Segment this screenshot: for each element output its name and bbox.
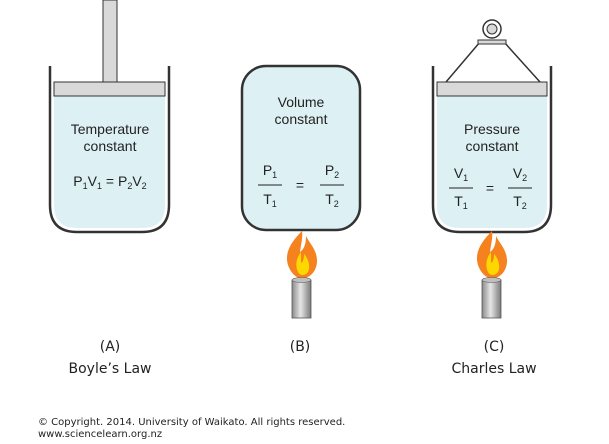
svg-text:=: = [296,177,304,193]
caption-a-letter: (A) [99,339,121,355]
candle-c [481,279,502,319]
weight-frame-c [445,41,541,83]
container-b: Volume constant P1 T1 = P2 T2 [240,64,362,232]
vessel-wall-a [48,66,171,234]
weight-bar-c [477,39,507,45]
caption-c-law: Charles Law [451,361,537,377]
caption-a-law: Boyle’s Law [68,361,152,377]
container-c: Pressure constant V1 T1 = V2 T2 [431,19,553,234]
condition-b-line1: Volume [278,94,325,110]
website-line: www.sciencelearn.org.nz [38,429,163,440]
caption-b-letter: (B) [289,339,311,355]
flame-inner-b [296,252,310,275]
copyright-line: © Copyright. 2014. University of Waikato… [38,417,346,428]
svg-text:=: = [486,180,494,196]
condition-a-line2: constant [84,138,137,154]
caption-c-letter: (C) [483,339,505,355]
piston-a [53,81,166,97]
burner-b [286,231,317,319]
candle-b [291,279,312,319]
vessel-b [240,64,362,232]
condition-a-line1: Temperature [71,121,150,137]
liquid-c [437,96,547,228]
condition-c-line2: constant [466,138,519,154]
condition-b-line2: constant [275,111,328,127]
flame-inner-c [486,252,500,275]
flame-outer-c [476,231,507,279]
liquid-a [54,96,165,228]
burner-c [476,231,507,319]
hook-ring-c [482,19,502,39]
piston-rod-a [102,0,118,83]
flame-outer-b [286,231,317,279]
container-a: Temperature constant P1V1 = P2V2 [48,0,171,234]
condition-c-line1: Pressure [464,121,520,137]
piston-c [436,81,548,97]
